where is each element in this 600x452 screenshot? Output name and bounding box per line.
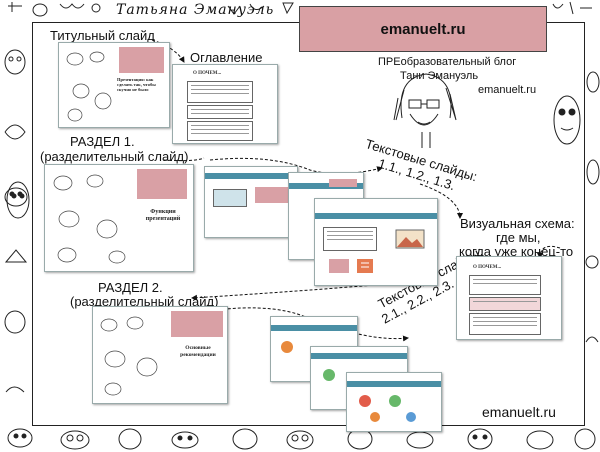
monster-doodle-left — [6, 181, 30, 219]
slide-text-1-3-icon — [357, 259, 373, 273]
author-signature: Татьяна Эмануэль — [116, 2, 275, 18]
label-visual-a: Визуальная схема: — [460, 216, 575, 231]
doodle-border-right — [585, 71, 600, 343]
label-contents: Оглавление — [190, 50, 263, 65]
label-section2-title: РАЗДЕЛ 2. — [98, 280, 163, 295]
doodle-border-top — [8, 1, 592, 17]
slide-section1-doodles — [53, 174, 126, 264]
label-visual-b: где мы, — [496, 230, 541, 245]
slide-contents[interactable]: О ПОЧЕМ... — [172, 64, 278, 144]
blog-tagline: ПРЕобразовательный блог — [378, 56, 517, 68]
slide-section2-pink-block — [171, 311, 223, 337]
slide-section2-doodles — [100, 316, 158, 396]
slide-text-1-1-bar — [205, 173, 297, 179]
slide-title-pink-block — [119, 47, 164, 73]
slide-section1-pink-block — [137, 169, 187, 199]
slide-text-2-3-bar — [347, 381, 441, 387]
doodle-border-bottom — [7, 428, 596, 450]
slide-text-1-2-bar — [289, 183, 363, 189]
slide-visual-box-2 — [469, 297, 541, 311]
slide-text-1-3-list — [323, 227, 377, 251]
slide-text-1-3-pink — [329, 259, 349, 273]
slide-title[interactable]: Презентация: как сделать так, чтобы скуч… — [58, 42, 170, 128]
label-section1-sub: (разделительный слайд) — [40, 149, 189, 164]
label-section1-title: РАЗДЕЛ 1. — [70, 134, 135, 149]
slide-text-1-1-box — [213, 189, 247, 207]
slide-text-2-2-icon — [323, 369, 335, 381]
slide-section1[interactable]: Функции презентаций — [44, 164, 194, 272]
blog-author-name: Тани Эмануэль — [400, 70, 479, 82]
slide-title-doodles — [66, 51, 112, 122]
blog-url: emanuelt.ru — [478, 84, 537, 96]
blog-title: emanuelt.ru — [380, 20, 466, 38]
slide-text-1-3[interactable] — [314, 198, 438, 286]
slide-contents-box-2 — [187, 105, 253, 119]
slide-text-2-3-icons — [359, 395, 416, 422]
slide-section2-heading: Основные рекомендации — [180, 345, 216, 358]
slide-text-2-3[interactable] — [346, 372, 442, 432]
slide-section2[interactable]: Основные рекомендации — [92, 306, 228, 404]
slide-title-heading: Презентация: как сделать так, чтобы скуч… — [117, 77, 156, 92]
slide-text-1-1-pink — [255, 187, 291, 203]
footer-site: emanuelt.ru — [482, 404, 556, 420]
blog-title-box: emanuelt.ru — [299, 6, 547, 52]
label-title-slide: Титульный слайд — [50, 28, 155, 43]
slide-visual-box-1 — [469, 275, 541, 295]
slide-contents-box-3 — [187, 121, 253, 141]
slide-text-1-2-pink — [329, 179, 357, 187]
label-section2-sub: (разделительный слайд) — [70, 294, 219, 309]
slide-section1-heading: Функции презентаций — [145, 209, 181, 222]
monster-doodle-right — [553, 95, 581, 145]
slide-text-2-1-bar — [271, 325, 357, 331]
slide-visual-schema[interactable]: О ПОЧЕМ... — [456, 256, 562, 340]
slide-text-1-3-bar — [315, 213, 437, 219]
slide-text-1-3-picture — [395, 229, 425, 249]
slide-contents-box-1 — [187, 81, 253, 103]
slide-visual-heading: О ПОЧЕМ... — [473, 265, 502, 270]
slide-text-2-2-bar — [311, 353, 407, 359]
slide-visual-box-3 — [469, 313, 541, 335]
author-portrait-doodle — [393, 73, 457, 148]
slide-text-1-1[interactable] — [204, 166, 298, 238]
slide-contents-heading: О ПОЧЕМ... — [193, 71, 222, 76]
slide-text-2-1-icon — [281, 341, 293, 353]
